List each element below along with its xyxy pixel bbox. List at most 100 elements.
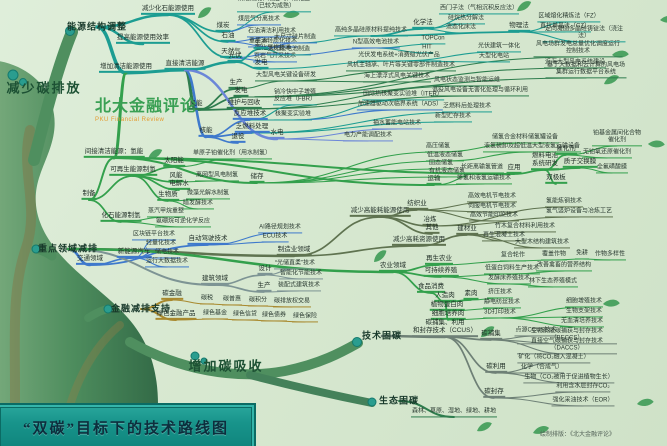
mindmap-node[interactable]: 风能 [168, 172, 184, 182]
mindmap-node[interactable]: 纺织业 [406, 200, 428, 210]
mindmap-node[interactable]: HIT [421, 44, 433, 53]
mindmap-node[interactable]: 设计 [257, 265, 273, 275]
mindmap-node[interactable]: 化学法 [412, 19, 434, 29]
mindmap-node[interactable]: 运行大数据技术 [144, 258, 190, 267]
mindmap-node[interactable]: 钠冷快中子增殖 反应堆（FBR） [272, 89, 318, 105]
mindmap-node[interactable]: 物理法 [508, 22, 530, 32]
mindmap-node[interactable]: 无铂氧还原催化剂 [581, 149, 633, 158]
mindmap-node[interactable]: 掺氢和液氢运输技术 [455, 175, 513, 184]
mindmap-node[interactable]: 制备 [81, 190, 97, 200]
mindmap-node[interactable]: 新能源汽车 [116, 248, 152, 258]
mindmap-node[interactable]: 低蛋白饲料生产技术 [483, 265, 541, 274]
mindmap-node[interactable]: 页岩气开采技术 [252, 53, 298, 62]
section-label[interactable]: 增加碳吸收 [188, 358, 264, 374]
mindmap-node[interactable]: 清洁燃烧、煤层气、煤化工 （已较为成熟） [236, 0, 312, 12]
mindmap-node[interactable]: 维护与回收 [226, 99, 262, 109]
mindmap-node[interactable]: 矿化（将CO₂融入混凝土） [517, 354, 591, 363]
mindmap-node[interactable]: 定向凝固多晶硅铸锭法（浇注法） [542, 26, 626, 42]
mindmap-node[interactable]: 绿色债券 [260, 312, 288, 321]
mindmap-node[interactable]: 高纯多晶硅原材料提纯技术 [333, 27, 409, 36]
mindmap-node[interactable]: 重质油轻质化技术 [247, 38, 299, 47]
mindmap-node[interactable]: 高效电机节电技术 [466, 193, 518, 202]
mindmap-node[interactable]: 伺服电机节电技术 [466, 203, 518, 212]
mindmap-node[interactable]: 煤层气分离技术 [236, 16, 282, 25]
mindmap-node[interactable]: 间接清洁能源：氢能 [83, 148, 145, 158]
mindmap-node[interactable]: 运输 [426, 175, 442, 185]
mindmap-node[interactable]: 长距离输氢管道 [459, 164, 505, 173]
mindmap-node[interactable]: 食品消费 [417, 283, 445, 293]
section-label[interactable]: 重点领域减排 [37, 243, 99, 254]
mindmap-node[interactable]: 电力产能调配技术 [342, 132, 394, 141]
mindmap-node[interactable]: 碳积分 [247, 297, 269, 306]
mindmap-node[interactable]: 冶炼 [422, 216, 438, 226]
mindmap-node[interactable]: 可再生能源制氢 [109, 166, 157, 176]
mindmap-node[interactable]: 新型贮存技术 [433, 113, 473, 122]
mindmap-node[interactable]: 煤炭 [215, 22, 231, 32]
mindmap-node[interactable]: 交通领域 [76, 255, 104, 265]
mindmap-node[interactable]: 减少高耗资源使用 [392, 236, 446, 246]
mindmap-node[interactable]: 氨硼烷可逆化学反应 [154, 218, 212, 227]
mindmap-node[interactable]: 碳金融 [161, 290, 183, 300]
mindmap-node[interactable]: 其他 [424, 224, 440, 234]
mindmap-node[interactable]: 液氢装卸及超低温大型液氢运输设备 [482, 143, 582, 152]
mindmap-node[interactable]: 生物（CO₂被用于促进植物生长） [523, 374, 615, 383]
mindmap-node[interactable]: 区域熔化精炼法（FZ） [537, 13, 601, 22]
mindmap-node[interactable]: 高压储氢 [424, 143, 452, 152]
mindmap-node[interactable]: 低温液态储氢 [425, 152, 465, 161]
mindmap-node[interactable]: 氢气竖炉设备与冶炼工艺 [544, 208, 614, 217]
mindmap-node[interactable]: 蒸汽甲烷重整 [146, 208, 186, 217]
section-label[interactable]: 技术固碳 [361, 330, 403, 341]
mindmap-node[interactable]: 离网型风电制氢 [194, 172, 240, 181]
mindmap-node[interactable]: 免耕 [574, 250, 590, 259]
mindmap-node[interactable]: 绿色基金 [201, 310, 229, 319]
mindmap-node[interactable]: AI路径规划技术 [258, 224, 302, 233]
mindmap-node[interactable]: 森林、草原、湿地、绿地、耕地 [410, 408, 498, 417]
mindmap-node[interactable]: 建筑领域 [201, 275, 229, 285]
mindmap-node[interactable]: 素肉 [463, 290, 479, 300]
mindmap-node[interactable]: 大型化电站 [477, 53, 511, 62]
mindmap-node[interactable]: 暗发酵技术 [181, 200, 215, 209]
mindmap-node[interactable]: TOPCon [420, 35, 446, 44]
mindmap-node[interactable]: 装配式建筑技术 [276, 282, 322, 291]
mindmap-node[interactable]: 生物质 [157, 191, 179, 201]
mindmap-node[interactable]: 碳普惠 [221, 296, 243, 305]
mindmap-node[interactable]: 自动驾驶技术 [187, 235, 229, 245]
mindmap-node[interactable]: 农业领域 [379, 262, 407, 272]
mindmap-node[interactable]: 建材业 [456, 225, 478, 235]
mindmap-node[interactable]: 复合轮作 [499, 252, 527, 261]
mindmap-node[interactable]: 发酵床养殖技术 [486, 275, 532, 284]
mindmap-node[interactable]: 发电 [253, 59, 269, 69]
mindmap-node[interactable]: 石油 [220, 32, 236, 42]
mindmap-node[interactable]: 风机主轴承、叶片等关键零部件制造技术 [345, 62, 457, 71]
mindmap-node[interactable]: 制造业领域 [276, 246, 312, 256]
mindmap-node[interactable]: 光伏发电系统+消费级光伏产品 [357, 52, 441, 61]
mindmap-node[interactable]: 石油清洁利用技术 [246, 28, 298, 37]
mindmap-node[interactable]: 乏燃料处理 [234, 123, 270, 133]
mindmap-node[interactable]: 乏燃料后处理技术 [441, 103, 493, 112]
mindmap-node[interactable]: 光伏 [227, 52, 243, 62]
mindmap-node[interactable]: “光储直柔”技术 [274, 260, 316, 269]
mindmap-node[interactable]: 碳捕集、利用 和封存技术（CCUS） [412, 319, 478, 337]
mindmap-node[interactable]: 太阳能 [163, 157, 185, 167]
mindmap-node[interactable]: 化石能源制氢 [100, 212, 142, 222]
mindmap-node[interactable]: 直接空气碳捕获与封存技术（DACCS） [517, 338, 617, 354]
mindmap-node[interactable]: 国际热核聚变实验堆（ITER） [362, 91, 444, 100]
mindmap-node[interactable]: 风电状态监测与智能运维 [432, 77, 502, 86]
mindmap-node[interactable]: 天然气 [220, 48, 242, 58]
mindmap-node[interactable]: 点源CCUS技术 [514, 327, 558, 336]
mindmap-node[interactable]: 反应堆技术 [232, 110, 268, 120]
mindmap-node[interactable]: 人造肉 [434, 292, 456, 302]
mindmap-node[interactable]: 近海大型风电系统建设 [543, 59, 607, 68]
mindmap-node[interactable]: 生物质能碳捕获与封存技术（BECCS） [517, 328, 617, 344]
mindmap-node[interactable]: 绿色保险 [291, 313, 319, 322]
mindmap-node[interactable]: 再生农业 [425, 255, 453, 265]
mindmap-node[interactable]: 碳捕集 [480, 330, 502, 340]
mindmap-node[interactable]: 直拉单晶法（CZ） [539, 23, 591, 32]
mindmap-node[interactable]: 挤压技术 [486, 289, 514, 298]
mindmap-node[interactable]: 可持续养殖 [423, 267, 459, 277]
mindmap-node[interactable]: 大尺寸硅片制造 [272, 34, 318, 43]
mindmap-node[interactable]: 高效节能印染技术 [468, 212, 520, 221]
mindmap-node[interactable]: 碳排放权交易 [272, 298, 312, 307]
section-label[interactable]: 生态固碳 [378, 395, 420, 406]
mindmap-node[interactable]: 林下生态养殖模式 [527, 278, 579, 287]
